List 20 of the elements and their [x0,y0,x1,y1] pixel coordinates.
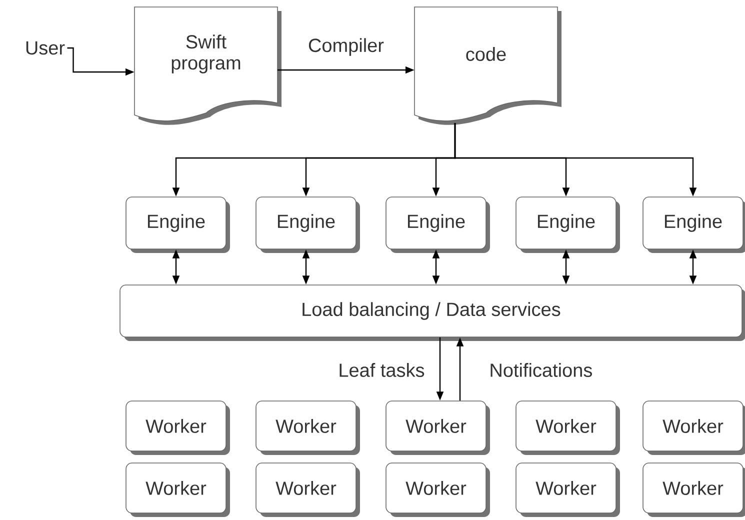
process-box: Worker [256,462,360,517]
process-box: Worker [386,400,490,455]
process-box: Worker [516,462,620,517]
process-box: Worker [256,400,360,455]
process-box: Engine [386,196,490,253]
edge-label: Notifications [488,362,594,378]
process-box: Worker [516,400,620,455]
edge-label: Compiler [307,37,385,57]
process-box: Engine [126,196,230,253]
process-box: Worker [126,400,230,455]
process-box: Worker [386,462,490,517]
process-box: Worker [126,462,230,517]
edge-label: Leaf tasks [337,362,426,378]
process-box: Engine [516,196,620,253]
label-text: User [26,41,65,55]
process-box: Worker [642,462,745,517]
process-box: Engine [642,196,745,253]
process-box: Worker [642,400,745,455]
process-box: Engine [256,196,360,253]
bar-box: Load balancing / Data services [120,284,745,341]
